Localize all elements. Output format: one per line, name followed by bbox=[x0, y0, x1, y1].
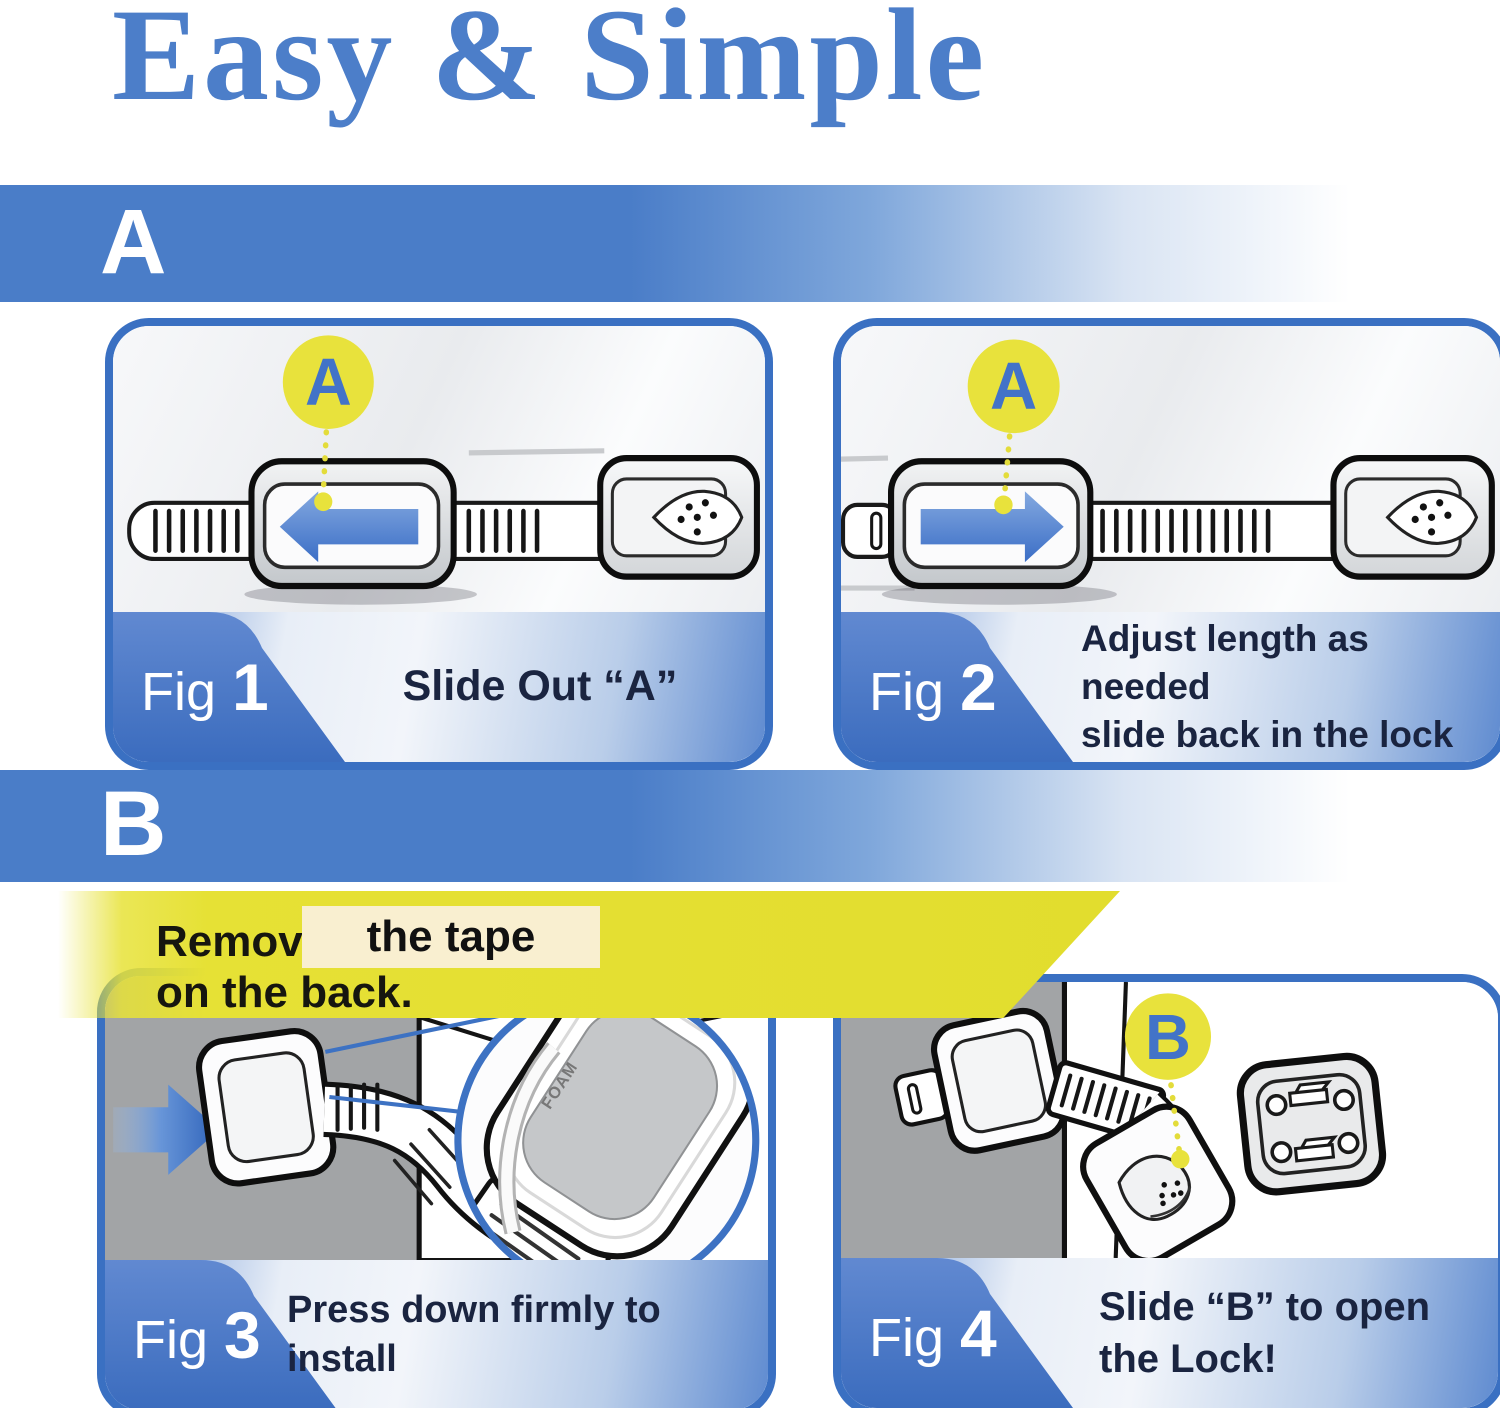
foam-pad bbox=[522, 1008, 719, 1221]
fig4-image-area: B bbox=[841, 982, 1498, 1258]
fig2-illustration: A bbox=[841, 339, 1495, 605]
fig3-image-area: FOAM bbox=[105, 976, 768, 1260]
fig3-footer: Fig 3 Press down firmly to install bbox=[105, 1260, 768, 1408]
section-a-banner: A bbox=[0, 185, 1500, 302]
slider-latch bbox=[1080, 1103, 1236, 1258]
plate-holes bbox=[1265, 1088, 1360, 1164]
fig1-caption: Slide Out “A” bbox=[402, 662, 678, 711]
fig2-image-area: A bbox=[841, 326, 1500, 612]
marker-leader-dotted bbox=[320, 429, 330, 498]
strap-ribs bbox=[335, 1082, 380, 1132]
figure-panel-3: FOAM Fig 3 Press down firmly to insta bbox=[97, 968, 776, 1408]
fig3-illustration: FOAM bbox=[105, 976, 768, 1260]
motion-streak bbox=[841, 455, 889, 462]
slider-shadow bbox=[881, 583, 1117, 605]
plate-slots bbox=[1287, 1079, 1339, 1163]
fig2-footer: Fig 2 Adjust length as needed slide back… bbox=[841, 612, 1500, 762]
lock-pad bbox=[195, 1027, 337, 1187]
svg-text:A: A bbox=[990, 349, 1037, 424]
latch-dots bbox=[1159, 1180, 1184, 1207]
strap-ribs-left bbox=[153, 508, 240, 553]
zoom-leader-line bbox=[329, 1094, 475, 1116]
section-a-label: A bbox=[100, 190, 167, 293]
motion-streak bbox=[468, 448, 605, 456]
adhesive-pad-back: FOAM bbox=[483, 990, 756, 1260]
marker-leader-dotted bbox=[1001, 433, 1013, 500]
fig1-illustration: A bbox=[127, 335, 760, 605]
section-b-label: B bbox=[100, 773, 167, 876]
stub-rib bbox=[870, 511, 883, 551]
highlight-band: Remove the tape on the back. bbox=[58, 891, 1120, 1018]
svg-text:B: B bbox=[1145, 1002, 1191, 1073]
fig3-caption: Press down firmly to install bbox=[287, 1288, 661, 1380]
page-title: Easy & Simple bbox=[112, 0, 988, 128]
latch-dots bbox=[677, 499, 717, 536]
svg-text:A: A bbox=[305, 345, 352, 419]
marker-dot bbox=[1171, 1149, 1190, 1169]
fig2-tab bbox=[841, 612, 1073, 762]
on-the-back-text: on the back. bbox=[156, 968, 413, 1017]
marker-a-icon: A bbox=[967, 339, 1060, 434]
fig4-tab bbox=[841, 1258, 1073, 1408]
marker-dot bbox=[314, 492, 333, 512]
section-b-banner: B bbox=[0, 770, 1500, 882]
tape-box: the tape bbox=[302, 906, 600, 968]
fig4-illustration: B bbox=[841, 982, 1387, 1258]
fig1-footer: Fig 1 Slide Out “A” bbox=[113, 612, 765, 762]
fig2-caption: Adjust length as needed slide back in th… bbox=[1081, 617, 1454, 756]
figure-panel-4: B Fig 4 Slide “B” to open the Lock! bbox=[833, 974, 1500, 1408]
fig1-image-area: A bbox=[113, 326, 765, 612]
lock-pad bbox=[893, 1007, 1067, 1154]
fig3-tab bbox=[105, 1260, 336, 1408]
fig4-footer: Fig 4 Slide “B” to open the Lock! bbox=[841, 1258, 1498, 1408]
fig1-label: Fig 1 bbox=[141, 650, 269, 724]
magnifier-circle: FOAM bbox=[454, 986, 760, 1260]
marker-leader-dotted bbox=[1168, 1082, 1183, 1154]
marker-dot bbox=[994, 495, 1013, 515]
figure-panel-1: A Fig 1 Slide Out “A” bbox=[105, 318, 773, 770]
fig4-caption: Slide “B” to open the Lock! bbox=[1099, 1285, 1431, 1381]
remove-text: Remove bbox=[156, 917, 328, 966]
strap-ribs bbox=[1100, 508, 1271, 553]
marker-b-icon: B bbox=[1124, 993, 1212, 1080]
strap-ribs-right bbox=[466, 508, 540, 553]
fig3-label: Fig 3 bbox=[133, 1298, 261, 1372]
slider-shadow bbox=[244, 583, 477, 605]
fig1-tab bbox=[113, 612, 345, 762]
fig2-label: Fig 2 bbox=[869, 650, 997, 724]
latch-dots bbox=[1411, 499, 1452, 536]
marker-a-icon: A bbox=[282, 335, 374, 429]
base-plate bbox=[1236, 1052, 1387, 1196]
liner-peel bbox=[501, 1044, 559, 1234]
fig4-label: Fig 4 bbox=[869, 1296, 997, 1370]
figure-panel-2: A Fig 2 Adjust length as needed slide ba… bbox=[833, 318, 1500, 770]
